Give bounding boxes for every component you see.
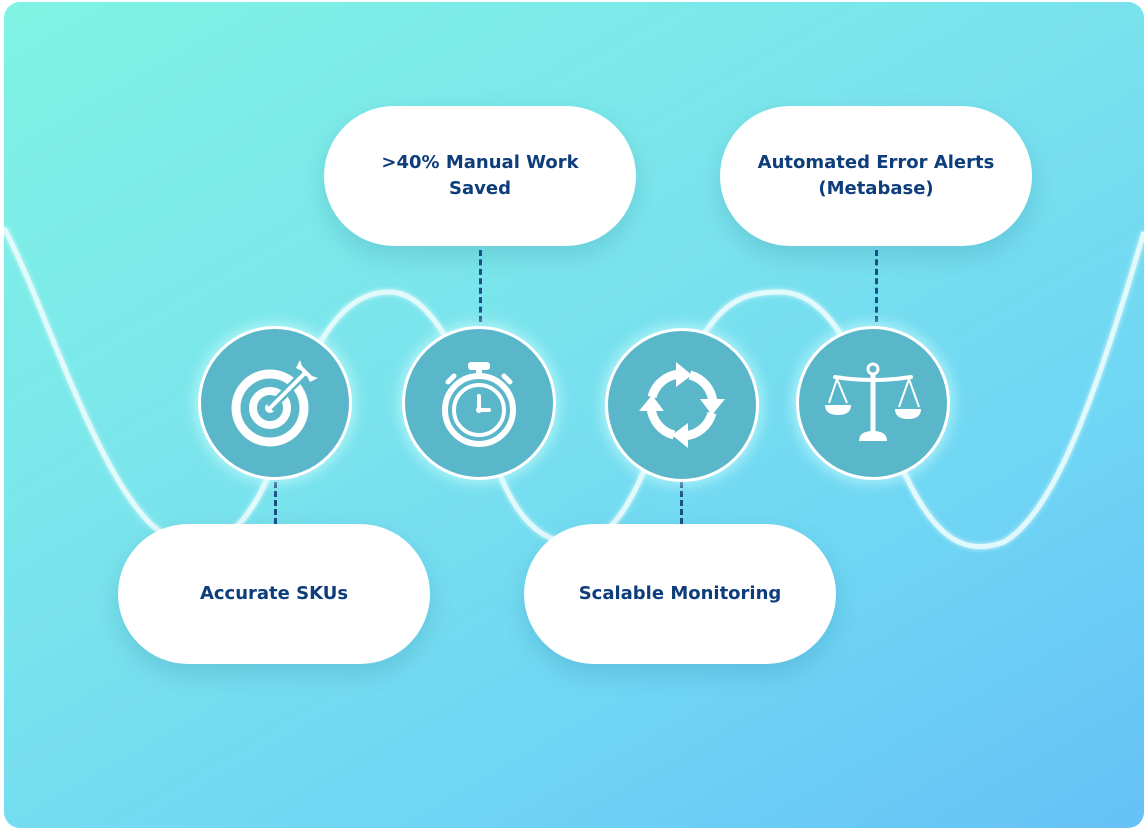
pill-text-line: Saved (449, 178, 511, 199)
balance-scale-icon (825, 362, 921, 441)
pill-text-line: >40% Manual Work (381, 152, 579, 173)
refresh-cycle-icon (639, 362, 725, 448)
pill-accurate-skus: Accurate SKUs (118, 524, 430, 664)
pill-text-line: Accurate SKUs (199, 583, 349, 604)
pill-manual-work-saved: >40% Manual Work Saved (324, 106, 636, 246)
pill-text-line: (Metabase) (818, 178, 934, 199)
connector-bottom-2 (680, 482, 683, 524)
circle-stopwatch (402, 326, 556, 480)
circle-refresh (605, 328, 759, 482)
diagram-canvas: >40% Manual Work Saved Automated Error A… (4, 2, 1144, 828)
connector-bottom-1 (274, 482, 277, 524)
stopwatch-icon (442, 362, 516, 447)
connector-top-1 (479, 250, 482, 322)
pill-text-line: Automated Error Alerts (757, 152, 995, 173)
pill-scalable-monitoring: Scalable Monitoring (524, 524, 836, 664)
connector-top-2 (875, 250, 878, 322)
pill-text-line: Scalable Monitoring (578, 583, 782, 604)
circle-target (198, 326, 352, 480)
circle-scale (796, 326, 950, 480)
pill-automated-error-alerts: Automated Error Alerts (Metabase) (720, 106, 1032, 246)
target-icon (231, 360, 318, 447)
